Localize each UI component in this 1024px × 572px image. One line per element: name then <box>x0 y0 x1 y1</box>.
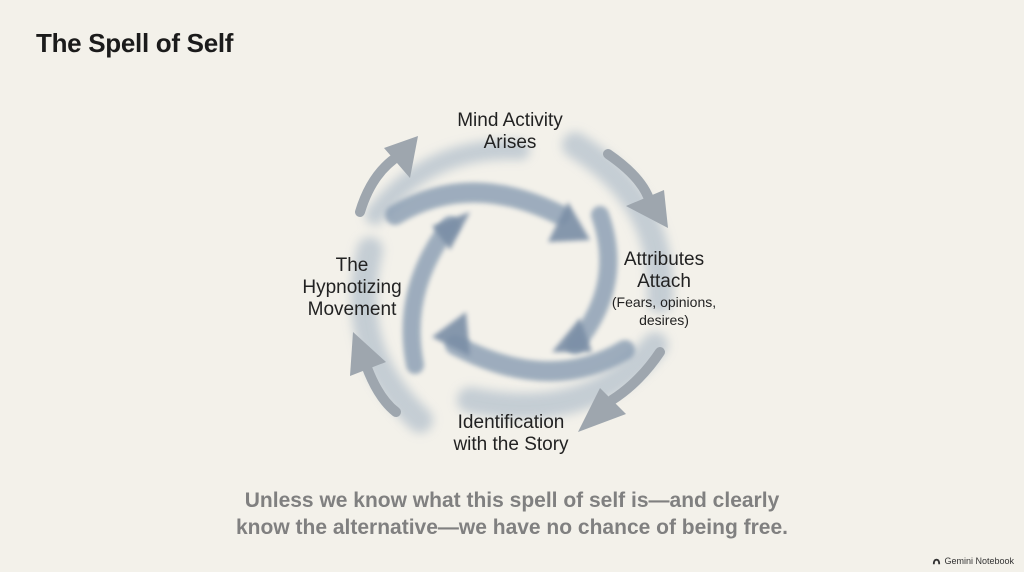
node-label-line: Arises <box>483 132 537 153</box>
node-label-line: The <box>335 255 369 276</box>
node-label-line: Attributes <box>623 249 705 270</box>
brand-watermark: Gemini Notebook <box>932 556 1014 566</box>
caption-line-1: Unless we know what this spell of self i… <box>244 489 780 512</box>
slide-caption: Unless we know what this spell of self i… <box>112 487 912 541</box>
node-sublabel-line: (Fears, opinions, <box>611 294 717 310</box>
outer-arrowhead-top-left-icon <box>384 136 418 178</box>
inner-swirl <box>385 182 635 382</box>
node-label-line: Identification <box>457 412 565 433</box>
swirl-band-left <box>402 216 459 374</box>
slide-title: The Spell of Self <box>36 28 234 58</box>
swirl-band-right <box>566 206 618 354</box>
node-hypnotizing-movement: The Hypnotizing Movement <box>272 255 432 321</box>
brand-text: Gemini Notebook <box>944 556 1014 566</box>
node-mind-activity: Mind Activity Arises <box>420 110 600 154</box>
outer-arrow-bottom-right <box>607 347 665 405</box>
outer-arrow-bottom-left <box>361 360 401 417</box>
node-label-line: with the Story <box>453 434 569 455</box>
node-identification: Identification with the Story <box>416 412 606 456</box>
node-label-line: Hypnotizing <box>302 277 402 298</box>
outer-arrowhead-bottom-right-icon <box>578 388 626 432</box>
inner-arrowhead-right-icon <box>552 318 592 352</box>
node-attributes-attach: Attributes Attach (Fears, opinions, desi… <box>586 249 742 329</box>
outer-arrowhead-bottom-left-icon <box>350 332 386 376</box>
node-label-line: Movement <box>307 299 397 320</box>
inner-arrowhead-top-icon <box>548 202 590 242</box>
swirl-band-bottom <box>445 335 635 382</box>
node-sublabel-line: desires) <box>639 312 689 328</box>
inner-arrowhead-left-icon <box>432 212 470 250</box>
outer-arrowhead-top-right-icon <box>626 190 668 228</box>
node-label-line: Mind Activity <box>457 110 563 131</box>
caption-line-2: know the alternative—we have no chance o… <box>236 516 788 539</box>
node-label-line: Attach <box>637 271 691 292</box>
swirl-band-top <box>385 182 570 225</box>
inner-arrowheads <box>432 202 592 356</box>
notebook-logo-icon <box>933 558 941 564</box>
inner-arrowhead-bottom-icon <box>432 312 470 356</box>
